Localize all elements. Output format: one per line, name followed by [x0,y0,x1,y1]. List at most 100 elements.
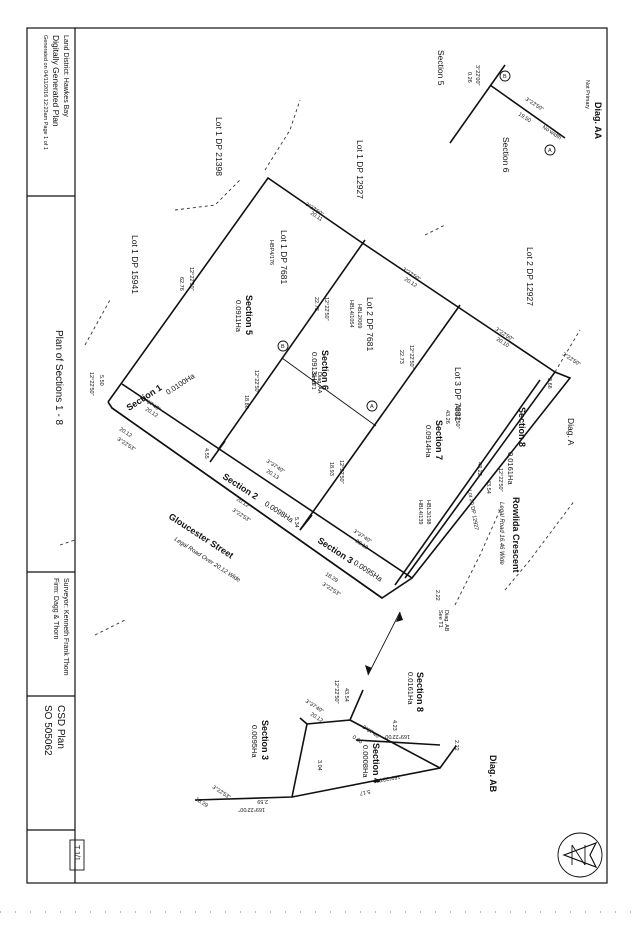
dimension: 3.04 [316,760,322,771]
csd-plan-label: CSD Plan [55,705,66,749]
bearing: 12°22'50" [497,468,503,492]
plan-title: Plan of Sections 1 - 8 [53,330,64,425]
dimension: 0.26 [466,72,472,83]
bearing: 12°22'50" [188,267,194,291]
diagram-markers: B A Diag. AA See T1 Diag. AB See T1 Diag… [277,340,576,632]
dimension: 43.54 [485,480,491,494]
diagram-ab: Section 8 0.0161Ha Section 4 0.0008Ha Se… [194,611,498,812]
lot-ref: HBL4/139 [417,500,423,524]
section-6-small: Section 6 [501,137,511,173]
diag-ab-title: Diag. AB [488,755,498,793]
bearing: 12°22'50" [333,680,339,704]
land-district: Land District: Hawkes Bay [62,35,69,117]
diag-ab-ref: Diag. AB [443,610,449,632]
section-7-area: 0.0914Ha [424,425,433,458]
section-5-small: Section 5 [436,50,446,86]
dimension: 4.55 [203,448,209,459]
dimension: 5.17 [359,788,371,796]
main-parcels [107,176,572,599]
dimension: 2.59 [257,798,268,804]
section-8-label: Section 8 [517,407,527,447]
bearing: 12°22'50" [253,370,259,394]
lot-label: Lot 1 DP 21398 [214,117,224,176]
marker-a-label: A [370,404,374,410]
bearing: 3°22'53" [231,508,251,524]
not-primary-label: Not Primary [584,80,590,109]
title-block: Land District: Hawkes Bay Digitally Gene… [27,28,85,883]
see-t1-ref: See T1 [437,610,443,628]
diag-a-label: Diag. A [566,418,576,446]
bearing: 3°37'40" [361,725,381,741]
marker-a-label: A [548,148,552,154]
lot-label: Lot 2 DP 7681 [365,297,375,351]
rowlida-crescent-width: Legal Road 16.46 Wide [498,502,504,565]
bearing: 3°22'53" [116,437,136,453]
main-dimensions: 3°22'50" 20.11 3°22'50" 20.12 3°22'50" 2… [88,202,581,601]
lot-label: Lot 1 DP 12927 [355,140,365,199]
section-labels: Section 1 0.0100Ha Section 2 0.0098Ha Se… [125,295,527,584]
diag-aa-title: Diag. AA [593,102,603,140]
bearing: 12°22'50" [323,297,329,321]
lot-label: Lot 1 DP 15941 [130,235,140,294]
bearing: 169°22'00" [383,733,410,739]
marker-b [277,340,289,352]
dimension: 0.66 [351,735,363,746]
firm: Firm: Dagg & Thorn [52,578,59,639]
dimension: 43.54 [343,688,349,702]
surveyor: Surveyor: Kenneth Frank Thom [62,578,69,676]
dimension: 2.22 [434,590,440,601]
section-6-label: Section 6 [320,350,330,390]
dimension: 43.26 [444,410,450,424]
diag-aa-ref: Diag. AA [316,372,322,394]
marker-b-label: B [503,74,507,80]
section-5-area: 0.0911Ha [234,300,243,333]
section-4-label: Section 4 [371,743,381,783]
lot-ref: HBL3/198 [425,500,431,524]
dimension: 5.50 [98,375,104,386]
dimension: 3.66 [546,378,552,389]
section-7-label: Section 7 [434,420,444,460]
lot-label: Lot 1 DP 7681 [279,230,289,284]
section-8-small: Section 8 [415,672,425,712]
sheet-border [26,27,608,884]
bearing: 12°22'50" [408,345,414,369]
marker-a [366,400,378,412]
sheet-number: T 1/1 [73,845,80,861]
section-1-area: 0.0100Ha [164,371,197,397]
bearing: 3°22'50" [561,352,581,368]
dimension: 62.76 [178,277,184,291]
section-2-area: 0.0098Ha [263,499,296,525]
bearing: 3°22'53" [321,582,341,598]
section-8-small-area: 0.0161Ha [406,672,415,705]
plan-number: SO 505062 [42,705,53,756]
bearing: 169°22'00" [373,773,400,784]
lot-ref: HBP4/176 [268,240,274,265]
see-t1-ref: See T1 [310,372,316,390]
dimension: 5.34 [293,517,299,528]
bearing: 3°22'00" [474,65,480,86]
dimension: 2.22 [453,740,459,751]
dimension: 18.29 [194,797,209,810]
dimension: 22.73 [313,297,319,311]
bearing: 12°22'50" [338,460,344,484]
section-6-area: 0.0913Ha [310,352,319,385]
section-3-label: Section 3 [316,535,355,565]
dimension: 20.12 [235,497,250,510]
section-8-area: 0.0161Ha [506,452,515,485]
dimension: 18.80 [243,395,249,409]
rowlida-crescent-label: Rowlida Crescent [511,497,521,573]
section-3-small-area: 0.0095Ha [250,725,259,758]
dimension: 4.23 [391,720,397,731]
bearing: 169°22'00" [238,806,265,812]
bearing: 12°22'50" [454,405,460,429]
lot-ref: HBL4/1054 [348,300,354,328]
lot-labels: Lot 1 DP 21398 Lot 1 DP 12927 Lot 2 DP 1… [130,117,535,531]
dimension: 43.22 [476,462,482,476]
bearing: 12°22'50" [88,372,94,396]
generated-info: Generated on 04/11/2016 12:23am Page 1 o… [42,35,48,150]
dimension: 18.93 [328,462,334,476]
marker-b-label: B [281,344,285,350]
north-arrow-icon [557,832,603,878]
